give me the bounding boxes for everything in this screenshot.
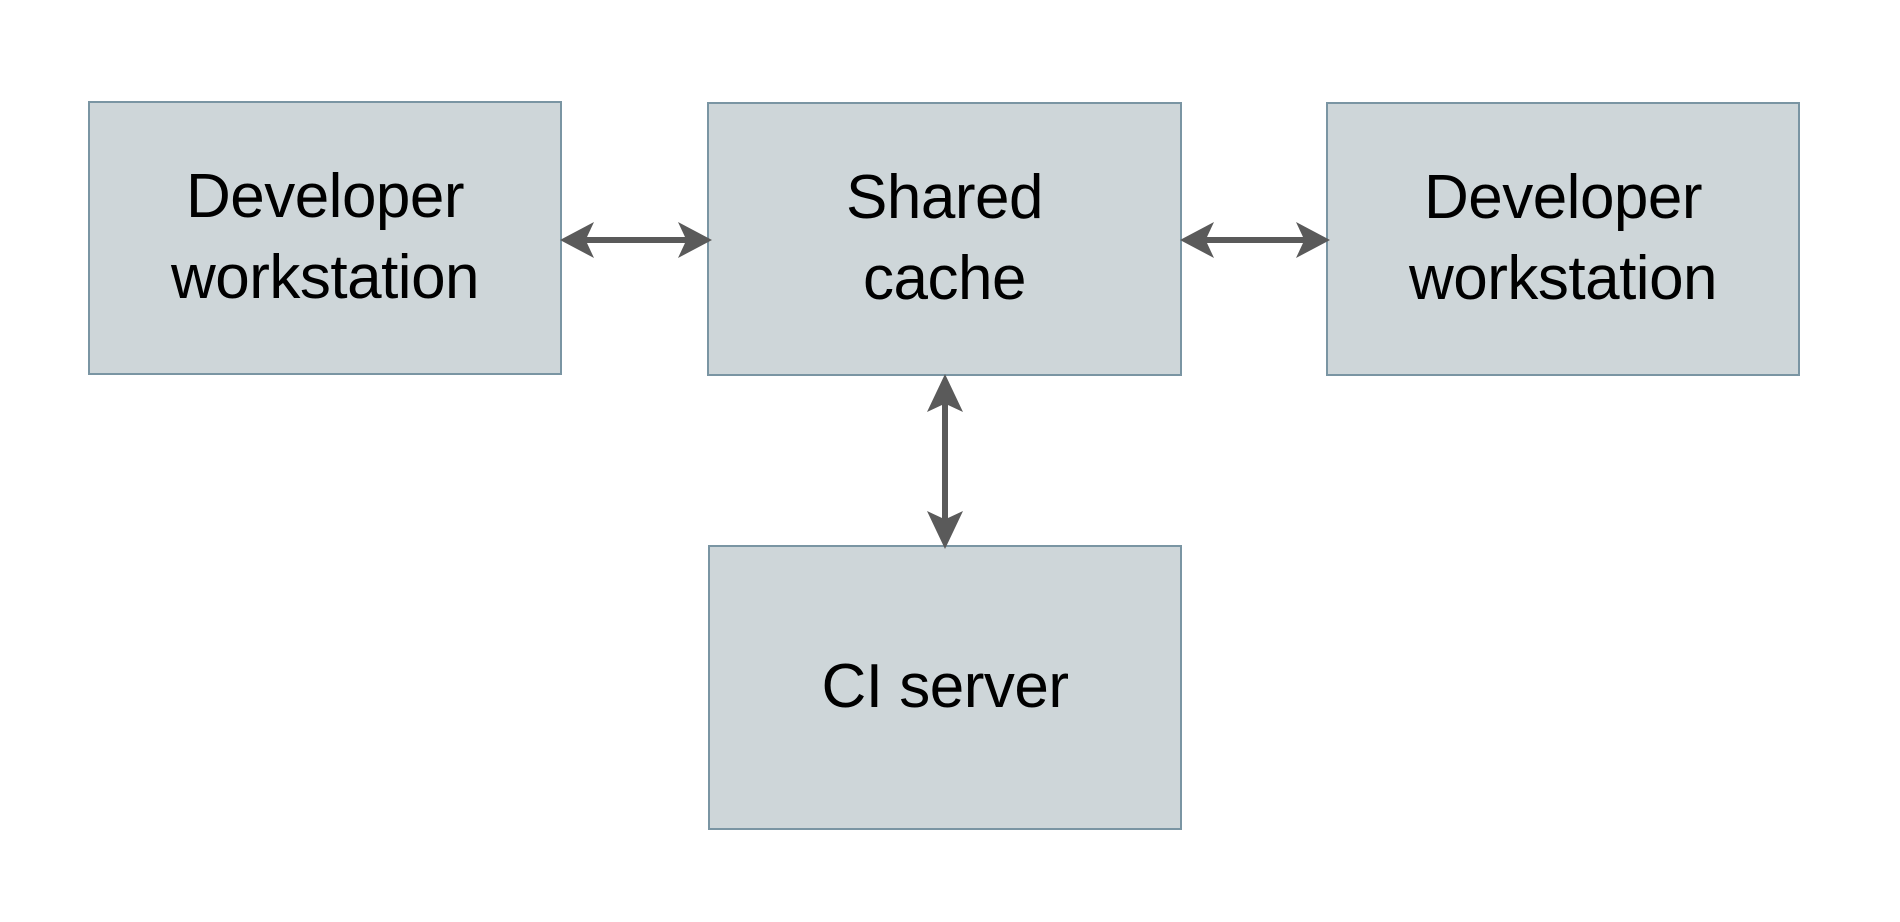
node-label: CI server	[821, 652, 1069, 722]
edge-shared-cache-to-developer-right[interactable]	[1180, 208, 1330, 272]
node-label: Developer workstation	[170, 162, 480, 312]
double-arrow-horizontal-icon	[1180, 222, 1330, 258]
node-ci-server[interactable]: CI server	[708, 545, 1182, 830]
node-shared-cache[interactable]: Shared cache	[707, 102, 1182, 376]
double-arrow-horizontal-icon	[560, 222, 712, 258]
node-label: Shared cache	[846, 163, 1043, 313]
node-developer-workstation-right[interactable]: Developer workstation	[1326, 102, 1800, 376]
node-label: Developer workstation	[1408, 163, 1718, 313]
edge-developer-left-to-shared-cache[interactable]	[560, 208, 712, 272]
double-arrow-vertical-icon	[927, 374, 963, 549]
edge-shared-cache-to-ci-server[interactable]	[913, 374, 977, 549]
node-developer-workstation-left[interactable]: Developer workstation	[88, 101, 562, 375]
